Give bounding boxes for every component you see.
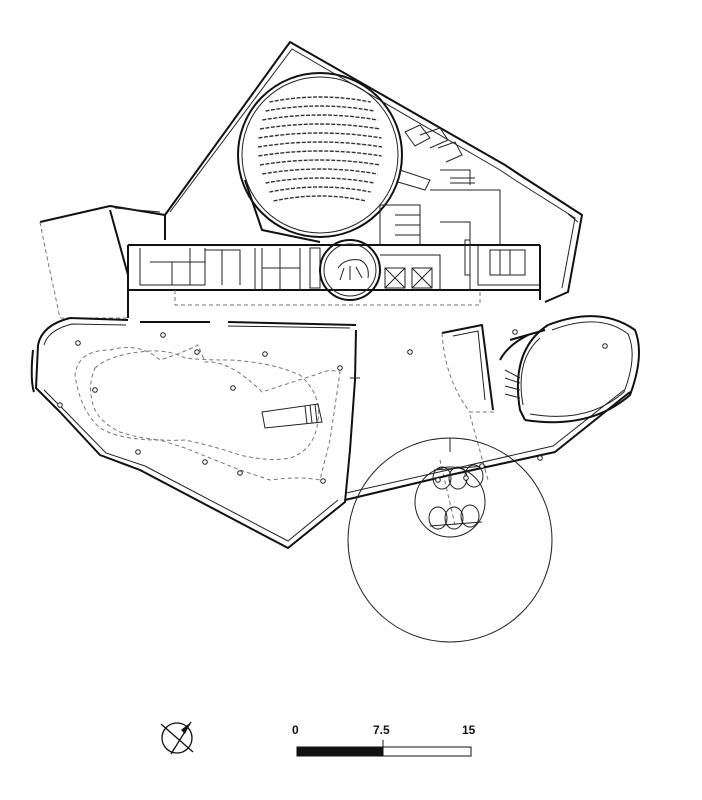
scale-label-0: 0 [292, 723, 299, 737]
seat-row [258, 150, 382, 157]
seat-row [265, 105, 375, 112]
column [512, 329, 518, 335]
column [320, 478, 326, 484]
east-lens [499, 315, 640, 424]
column [537, 455, 543, 461]
column [160, 332, 166, 338]
column [194, 349, 200, 355]
column [435, 477, 441, 483]
column [230, 385, 236, 391]
column [602, 343, 608, 349]
auditorium [237, 72, 403, 243]
column [135, 449, 141, 455]
north-arrow-icon [160, 721, 194, 755]
seat-row [257, 141, 383, 148]
north-block [39, 41, 583, 319]
column [57, 402, 63, 408]
column [237, 470, 243, 476]
seat-row [258, 132, 382, 139]
rotunda [347, 437, 553, 643]
west-hall [30, 317, 360, 549]
seat-row [269, 96, 371, 103]
column [463, 475, 469, 481]
column [479, 463, 485, 469]
scale-label-7-5: 7.5 [373, 723, 390, 737]
scale-bar [296, 740, 472, 757]
central-ramp [344, 324, 631, 526]
seat-row [262, 168, 378, 175]
seat-row [262, 114, 378, 121]
spiral-staircase [319, 239, 381, 301]
column [262, 351, 268, 357]
seat-row [273, 195, 367, 202]
column [202, 459, 208, 465]
column [407, 349, 413, 355]
seat-row [269, 186, 371, 193]
seat-row [265, 177, 375, 184]
seat-row [259, 159, 381, 166]
seat-row [259, 123, 381, 130]
auditorium-seating [257, 96, 383, 202]
column [337, 365, 343, 371]
structural-columns [57, 329, 608, 484]
scale-label-15: 15 [462, 723, 476, 737]
column [92, 387, 98, 393]
column [75, 340, 81, 346]
